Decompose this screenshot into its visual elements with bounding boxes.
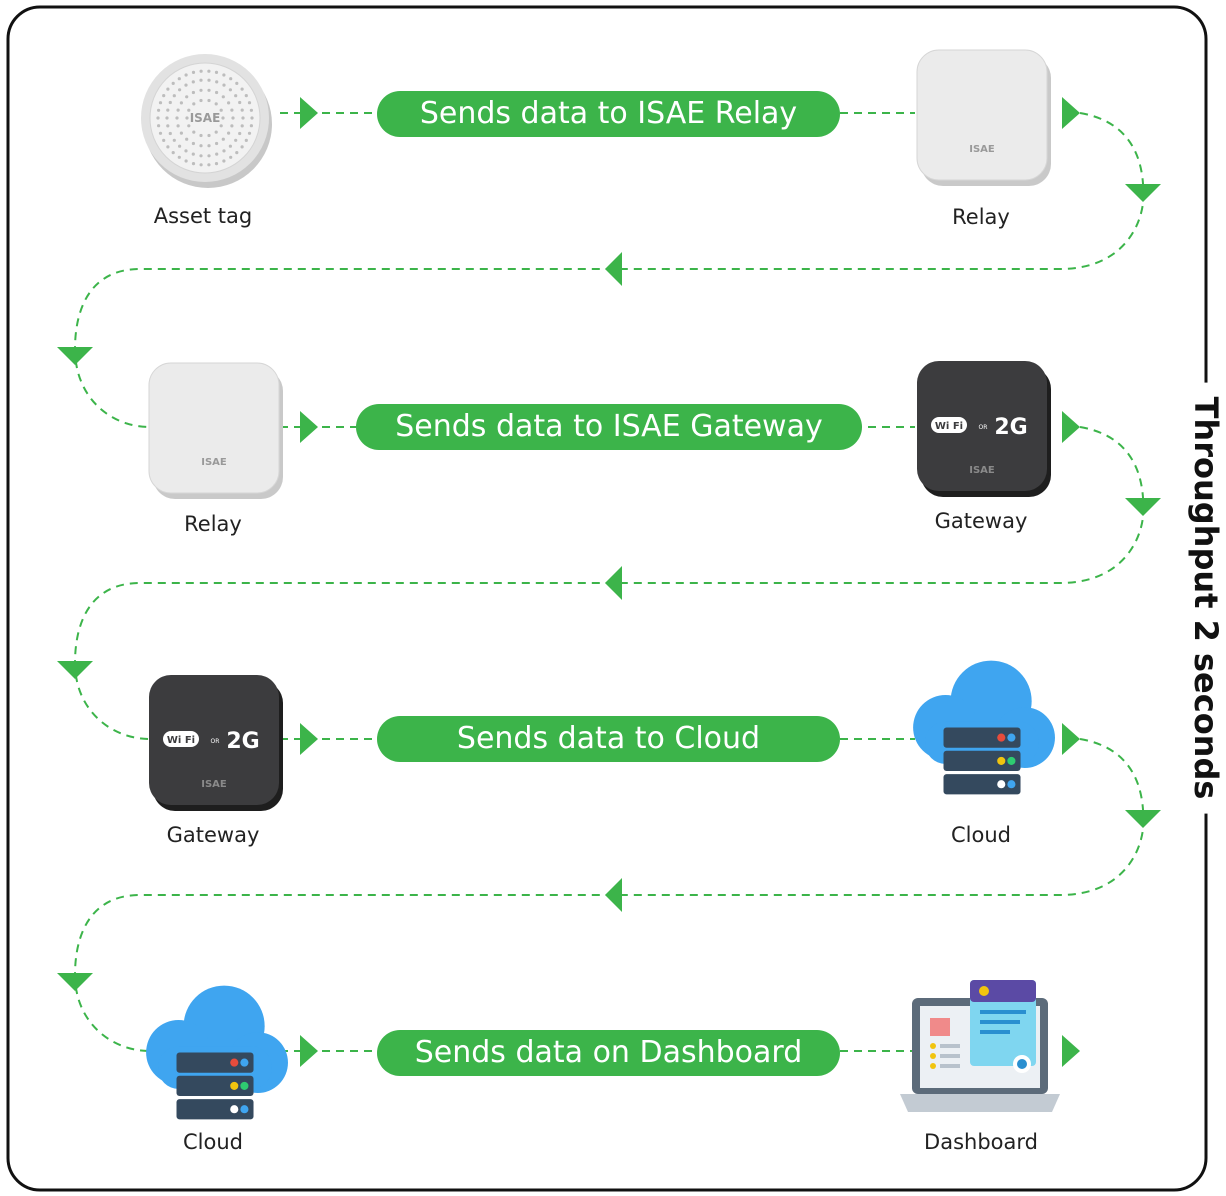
arrow-right-icon (300, 411, 318, 443)
gateway-icon (917, 361, 1051, 497)
step-4-source-label: Cloud (183, 1130, 243, 1154)
arrow-right-icon (1062, 1035, 1080, 1067)
cloud-server-icon (146, 985, 288, 1120)
step-1-source-label: Asset tag (153, 204, 253, 228)
arrow-right-icon (1062, 723, 1080, 755)
step-4-target-label: Dashboard (924, 1130, 1038, 1154)
gateway-icon (149, 675, 283, 811)
arrow-right-icon (300, 97, 318, 129)
arrow-down-icon (57, 347, 93, 365)
asset-tag-icon (140, 53, 273, 188)
step-4-message: Sends data on Dashboard (377, 1030, 840, 1076)
step-3-target-label: Cloud (951, 823, 1011, 847)
dashboard-icon (900, 980, 1060, 1112)
arrow-left-icon (605, 252, 622, 286)
relay-icon (916, 49, 1052, 187)
arrow-down-icon (1125, 810, 1161, 828)
arrow-down-icon (1125, 498, 1161, 516)
arrow-down-icon (1125, 184, 1161, 202)
arrow-left-icon (605, 566, 622, 600)
step-1-message: Sends data to ISAE Relay (377, 91, 840, 137)
throughput-label: Throughput 2 seconds (1187, 382, 1225, 814)
step-3-message: Sends data to Cloud (377, 716, 840, 762)
arrow-right-icon (300, 723, 318, 755)
arrow-right-icon (1062, 97, 1080, 129)
step-2-source-label: Relay (184, 512, 242, 536)
arrow-down-icon (57, 661, 93, 679)
step-1-target-label: Relay (952, 205, 1010, 229)
arrow-down-icon (57, 973, 93, 991)
step-2-target-label: Gateway (934, 509, 1028, 533)
arrow-right-icon (300, 1035, 318, 1067)
step-2-message: Sends data to ISAE Gateway (356, 404, 862, 450)
relay-icon (148, 362, 284, 500)
cloud-server-icon (913, 660, 1055, 795)
dashed-connectors (57, 97, 1161, 1067)
arrow-left-icon (605, 878, 622, 912)
step-3-source-label: Gateway (166, 823, 260, 847)
arrow-right-icon (1062, 411, 1080, 443)
